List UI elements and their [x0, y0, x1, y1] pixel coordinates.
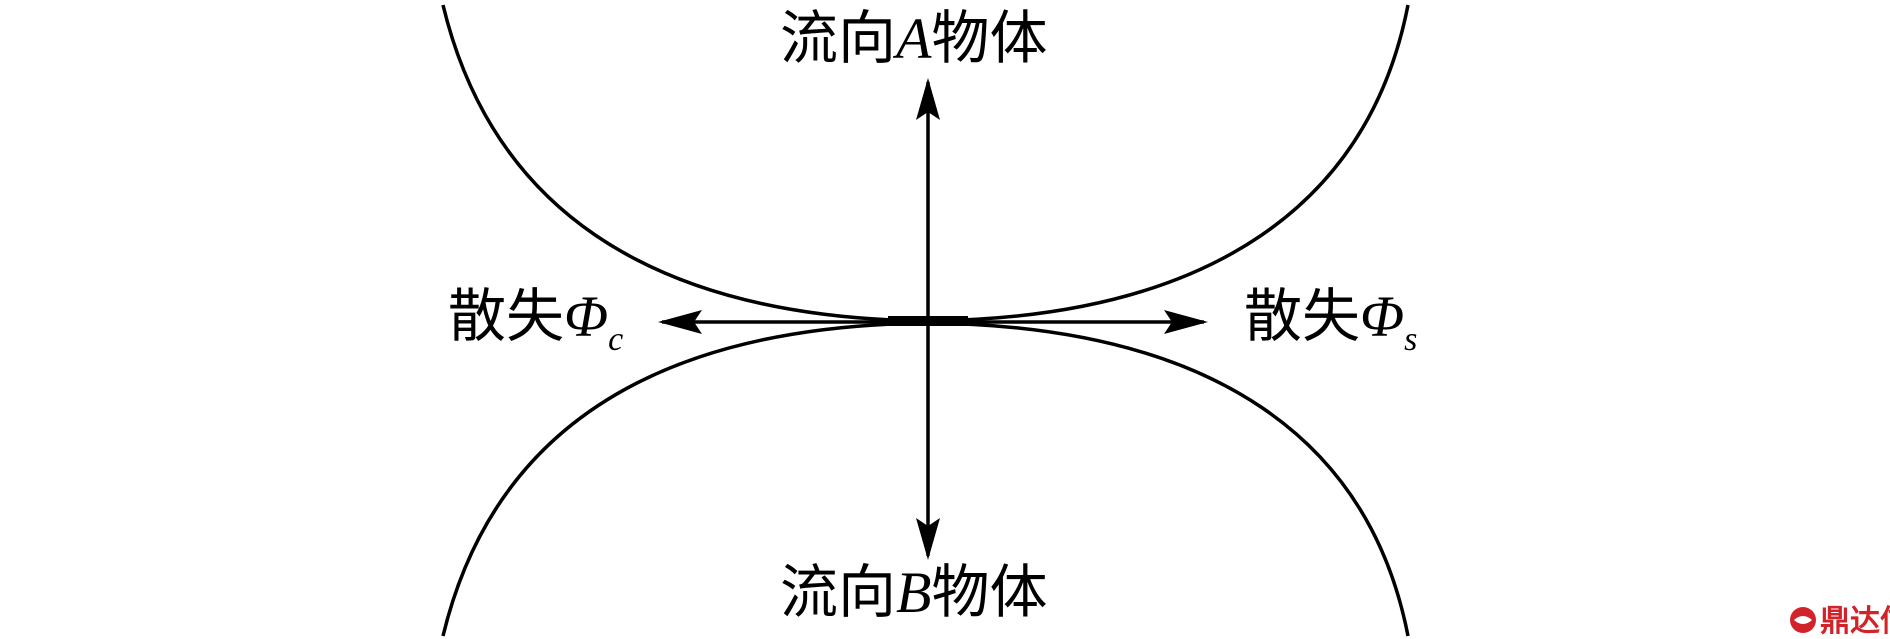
label-flow-to-a: 流向A物体 [780, 4, 1047, 72]
label-loss-c: 散失Φc [448, 282, 623, 358]
arrow-down-head [916, 518, 940, 560]
watermark: 鼎达信 [1790, 604, 1890, 639]
watermark-text: 鼎达信 [1820, 604, 1890, 639]
arrow-up-head [916, 78, 940, 120]
label-flow-to-b: 流向B物体 [780, 558, 1047, 626]
label-loss-s: 散失Φs [1244, 282, 1417, 358]
arrow-right-head [1164, 310, 1208, 334]
arrow-left-head [658, 310, 702, 334]
